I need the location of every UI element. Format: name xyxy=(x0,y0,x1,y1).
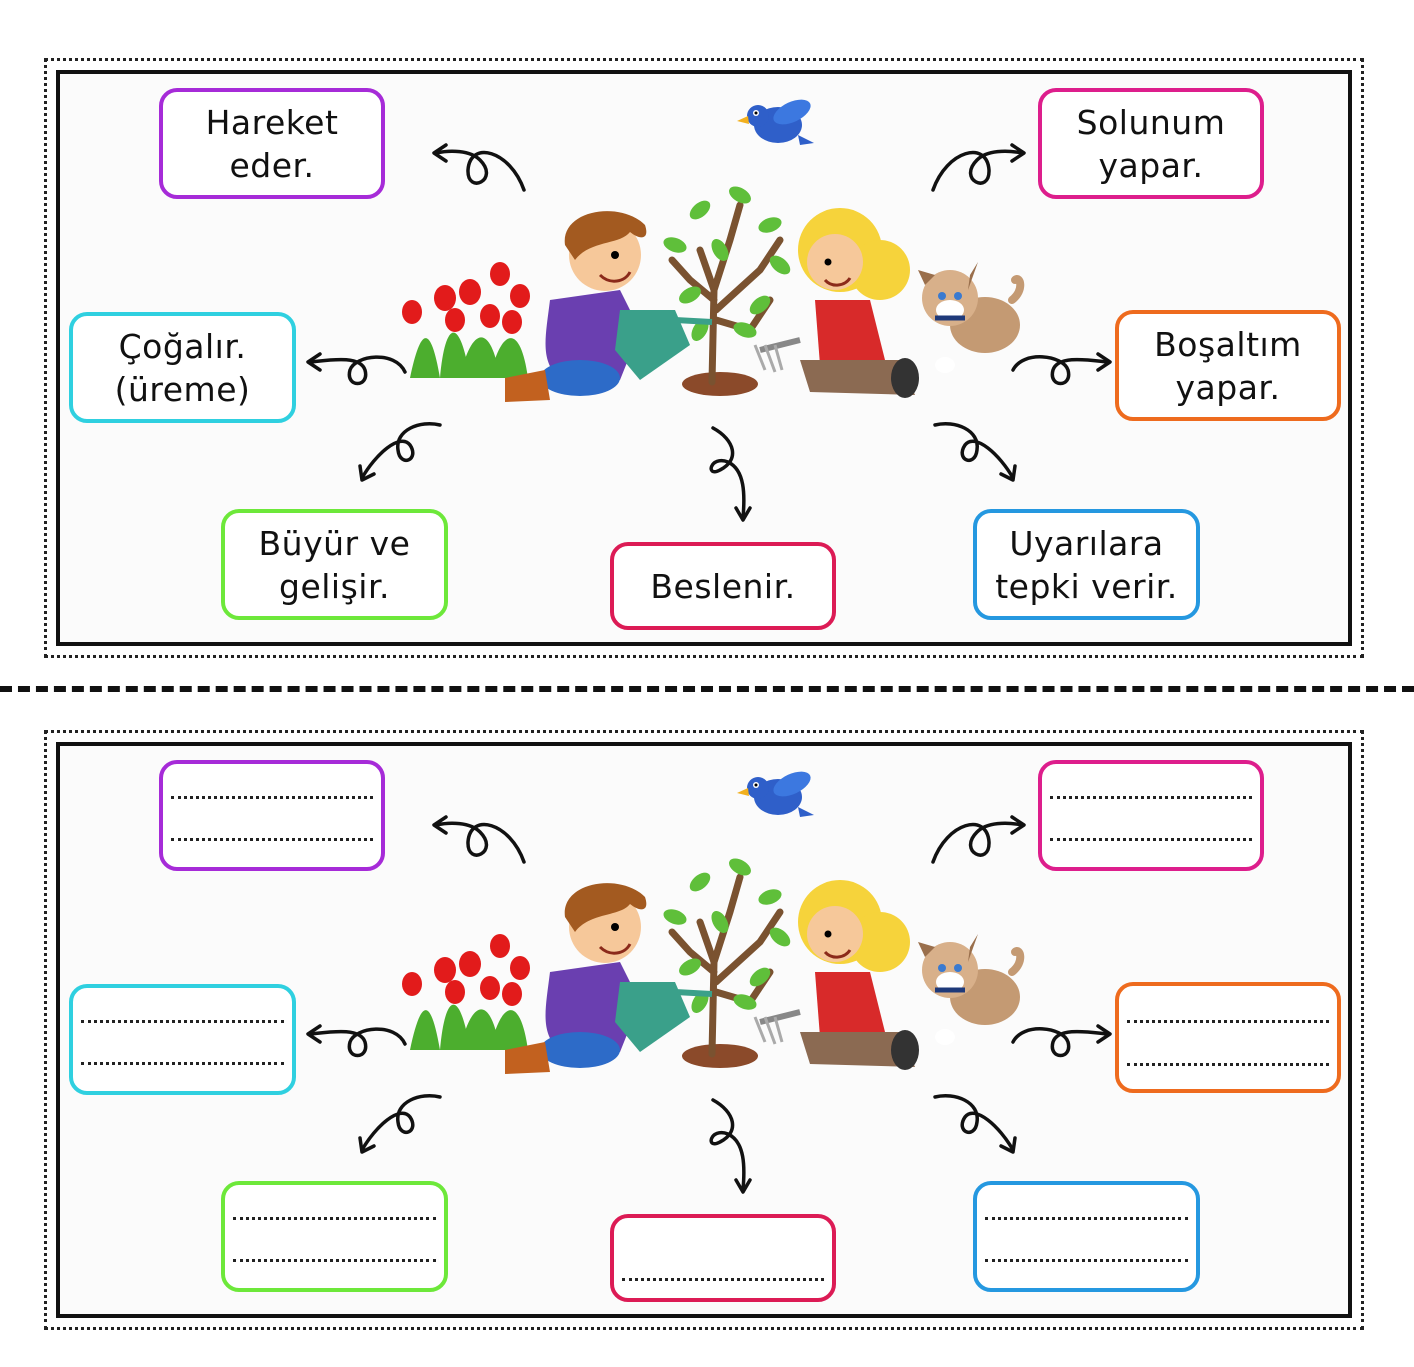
top-illustration xyxy=(306,99,1112,522)
box-cogalir: Çoğalır. (üreme) xyxy=(69,312,296,423)
label-beslenir: Beslenir. xyxy=(650,566,796,606)
curly-arrow-icon xyxy=(933,422,1017,482)
answer-line[interactable] xyxy=(1127,1020,1329,1023)
tree-icon xyxy=(663,186,791,396)
answer-line[interactable] xyxy=(1050,796,1252,799)
answer-line[interactable] xyxy=(622,1278,824,1281)
bottom-illustration xyxy=(0,672,1414,1352)
answer-line[interactable] xyxy=(985,1217,1188,1220)
blank-box-purple[interactable] xyxy=(159,760,385,871)
boy-icon xyxy=(505,211,713,402)
box-uyarilara: Uyarılara tepki verir. xyxy=(973,509,1200,620)
answer-line[interactable] xyxy=(985,1259,1188,1262)
tulips-icon xyxy=(402,262,530,378)
answer-line[interactable] xyxy=(233,1217,436,1220)
curly-arrow-icon xyxy=(931,143,1026,192)
curly-arrow-icon xyxy=(709,426,752,522)
curly-arrow-icon xyxy=(432,143,526,192)
label-buyur: Büyür ve gelişir. xyxy=(258,523,411,606)
blank-box-cyan[interactable] xyxy=(69,984,296,1095)
dog-icon xyxy=(918,262,1025,373)
girl-icon xyxy=(753,208,919,398)
blank-box-orange[interactable] xyxy=(1115,982,1341,1093)
box-beslenir: Beslenir. xyxy=(610,542,836,630)
answer-line[interactable] xyxy=(171,838,373,841)
blank-box-green[interactable] xyxy=(221,1181,448,1292)
answer-line[interactable] xyxy=(81,1062,284,1065)
answer-line[interactable] xyxy=(81,1020,284,1023)
answer-line[interactable] xyxy=(1050,838,1252,841)
box-hareket: Hareket eder. xyxy=(159,88,385,199)
label-bosaltim: Boşaltım yapar. xyxy=(1154,324,1302,407)
blank-box-blue[interactable] xyxy=(973,1181,1200,1292)
answer-line[interactable] xyxy=(171,796,373,799)
blank-box-crimson[interactable] xyxy=(610,1214,836,1302)
curly-arrow-icon xyxy=(358,422,442,482)
cut-line xyxy=(0,686,1414,692)
blank-box-pink[interactable] xyxy=(1038,760,1264,871)
label-uyarilara: Uyarılara tepki verir. xyxy=(995,523,1178,606)
box-solunum: Solunum yapar. xyxy=(1038,88,1264,199)
label-solunum: Solunum yapar. xyxy=(1076,102,1226,185)
curly-arrow-icon xyxy=(306,352,407,386)
answer-line[interactable] xyxy=(233,1259,436,1262)
label-cogalir: Çoğalır. (üreme) xyxy=(114,326,251,409)
label-hareket: Hareket eder. xyxy=(205,102,339,185)
curly-arrow-icon xyxy=(1011,352,1112,386)
box-bosaltim: Boşaltım yapar. xyxy=(1115,310,1341,421)
bird-icon xyxy=(737,99,814,145)
box-buyur: Büyür ve gelişir. xyxy=(221,509,448,620)
answer-line[interactable] xyxy=(1127,1063,1329,1066)
